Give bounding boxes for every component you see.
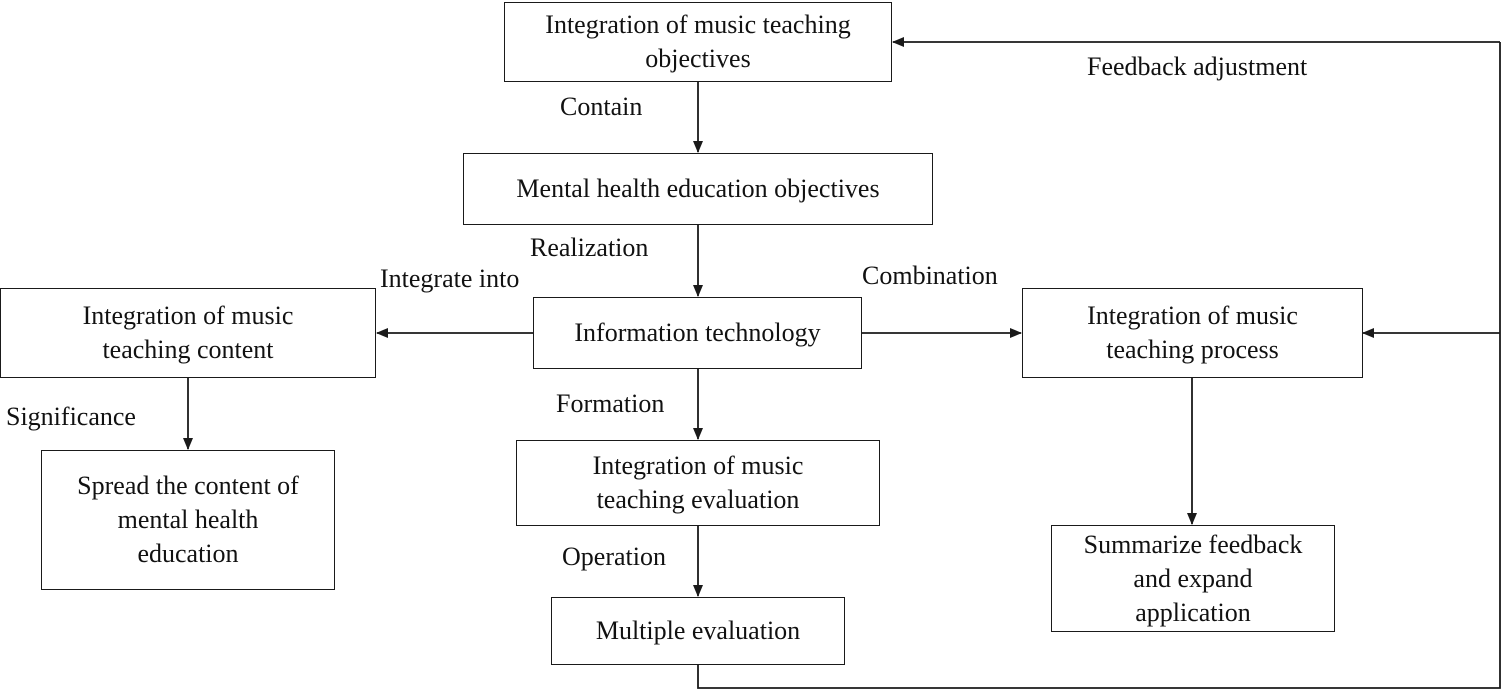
node-information-technology: Information technology bbox=[533, 297, 862, 369]
node-spread-content: Spread the content of mental health educ… bbox=[41, 450, 335, 590]
label-operation: Operation bbox=[562, 542, 666, 571]
feedback-loop-line bbox=[697, 42, 1501, 689]
label-feedback-adjustment: Feedback adjustment bbox=[1087, 52, 1308, 81]
label-formation: Formation bbox=[556, 389, 665, 418]
node-multiple-evaluation: Multiple evaluation bbox=[551, 597, 845, 665]
node-spread-text: Spread the content of mental health educ… bbox=[77, 471, 299, 568]
node-music-teaching-objectives: Integration of music teaching objectives bbox=[504, 2, 892, 82]
node-music-teaching-process: Integration of music teaching process bbox=[1022, 288, 1363, 378]
node-music-teaching-evaluation: Integration of music teaching evaluation bbox=[516, 440, 880, 526]
node-summarize-feedback: Summarize feedback and expand applicatio… bbox=[1051, 525, 1335, 632]
node-multiple-text: Multiple evaluation bbox=[595, 616, 801, 645]
node-objectives-text: Integration of music teaching objectives bbox=[545, 10, 851, 73]
label-realization: Realization bbox=[530, 233, 649, 262]
label-combination: Combination bbox=[862, 261, 998, 290]
node-process-text: Integration of music teaching process bbox=[1087, 301, 1298, 364]
node-mental-health-objectives: Mental health education objectives bbox=[463, 153, 933, 225]
node-mental-health-text: Mental health education objectives bbox=[516, 174, 880, 203]
node-music-teaching-content: Integration of music teaching content bbox=[0, 288, 376, 378]
node-summarize-text: Summarize feedback and expand applicatio… bbox=[1083, 529, 1303, 627]
label-contain: Contain bbox=[560, 92, 643, 121]
label-significance: Significance bbox=[6, 402, 136, 431]
node-content-text: Integration of music teaching content bbox=[82, 301, 294, 364]
node-evaluation-text: Integration of music teaching evaluation bbox=[592, 451, 804, 514]
label-integrate-into: Integrate into bbox=[380, 264, 520, 293]
node-info-tech-text: Information technology bbox=[574, 318, 821, 347]
